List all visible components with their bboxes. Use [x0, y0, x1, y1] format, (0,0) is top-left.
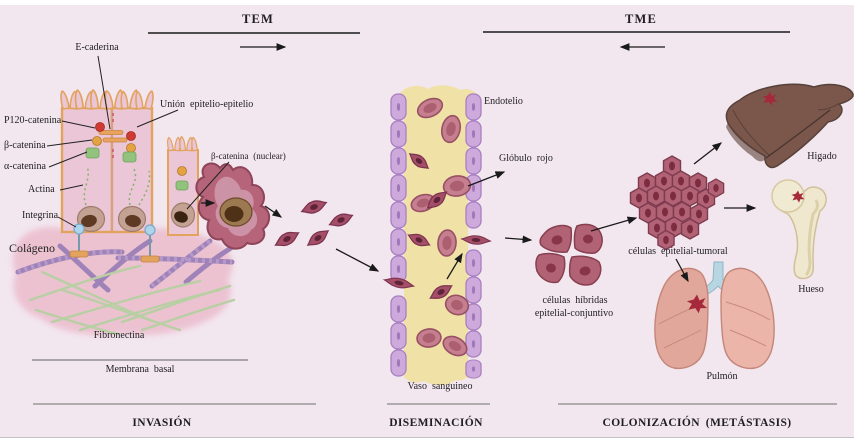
label-beta-catenina: β-catenina	[4, 140, 46, 151]
ecm-illustration	[12, 226, 239, 336]
label-endotelio: Endotelio	[484, 96, 523, 107]
microvilli	[58, 88, 156, 110]
integrin-receptors	[69, 223, 160, 263]
p120-catenin-dot	[95, 122, 105, 132]
collagen-fiber-texture	[17, 239, 233, 288]
mesenchymal-cells-illustration	[272, 196, 356, 251]
label-globulo-rojo: Glóbulo rojo	[499, 153, 553, 164]
bone-illustration	[771, 179, 827, 280]
section-label-diseminacion: DISEMINACIÓN	[389, 417, 483, 429]
guide-lines	[32, 31, 837, 405]
epithelium-illustration	[58, 88, 199, 263]
beta-catenin-dot	[92, 136, 102, 146]
label-pulmon: Pulmón	[706, 371, 738, 382]
adherens-junction	[85, 113, 137, 163]
amoeboid-tumor-cell-illustration	[195, 162, 271, 250]
flow-arrows	[201, 43, 757, 283]
liver-illustration	[725, 83, 854, 169]
label-actina: Actina	[28, 184, 55, 195]
epithelial-nuclei	[76, 205, 147, 233]
hybrid-cell-cluster-illustration	[535, 223, 603, 286]
label-celulas-tumorales: células epitelial-tumoral	[628, 246, 728, 257]
phase-label-tem: TEM	[241, 12, 275, 26]
label-pointer-lines	[46, 55, 230, 228]
fibronectin-fibers	[28, 264, 236, 336]
label-e-caderina: E-caderina	[75, 42, 119, 53]
label-vaso-sanguineo: Vaso sanguineo	[407, 381, 473, 392]
tumor-cell-cluster-illustration	[629, 155, 725, 251]
label-beta-catenina-nuclear: β-catenina (nuclear)	[211, 151, 286, 161]
red-blood-cells	[410, 97, 472, 357]
label-hueso: Hueso	[798, 284, 824, 295]
label-membrana-basal: Membrana basal	[105, 364, 175, 375]
section-label-invasion: INVASIÓN	[132, 417, 192, 429]
alpha-catenin-square	[85, 147, 100, 159]
transitioning-epithelial-cell	[165, 135, 199, 236]
label-higado: Higado	[807, 151, 837, 162]
actin-filaments	[83, 165, 151, 206]
label-alfa-catenina: α-catenina	[4, 161, 46, 172]
section-label-colonizacion: COLONIZACIÓN (METÁSTASIS)	[602, 417, 792, 429]
label-integrina: Integrina	[22, 210, 59, 221]
label-p120-catenina: P120-catenina	[4, 115, 62, 126]
phase-label-tme: TME	[624, 12, 658, 26]
lungs-illustration	[654, 261, 775, 370]
label-celulas-hibridas-line1: células híbridas	[542, 295, 608, 306]
blood-vessel-illustration	[382, 85, 492, 386]
label-fibronectina: Fibronectina	[93, 330, 145, 341]
label-celulas-hibridas-line2: epitelial-conjuntivo	[534, 308, 614, 319]
label-colageno: Colágeno	[9, 241, 55, 255]
left-lung-lobe	[654, 267, 709, 370]
endothelium-left-wall	[390, 93, 407, 377]
label-union-epitelio: Unión epitelio-epitelio	[160, 99, 254, 110]
